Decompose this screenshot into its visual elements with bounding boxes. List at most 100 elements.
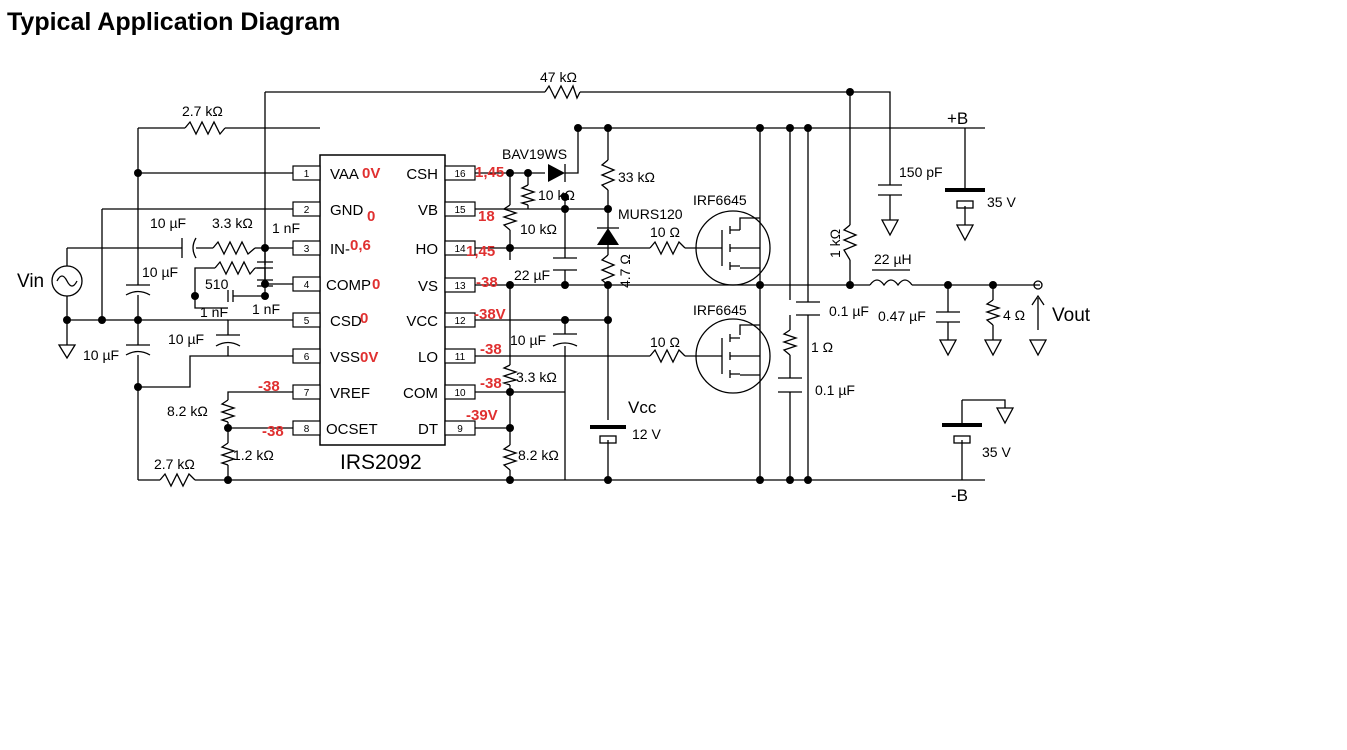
resistor-1k bbox=[842, 224, 858, 261]
label-r-3k3-right: 3.3 kΩ bbox=[516, 369, 557, 385]
ic-pin-name: COM bbox=[403, 385, 438, 402]
label-r-4r7: 4.7 Ω bbox=[617, 254, 633, 288]
ic-pin-number: 4 bbox=[304, 280, 310, 291]
component-labels: 47 kΩ 2.7 kΩ 10 µF 3.3 kΩ 1 nF 510 1 nF … bbox=[17, 69, 1091, 505]
label-r-10k-b: 10 kΩ bbox=[520, 221, 557, 237]
ic-pin-name: DT bbox=[418, 421, 438, 438]
ic-pin-name: HO bbox=[416, 241, 439, 258]
ic-pin-number: 16 bbox=[454, 169, 466, 180]
label-r-4r: 4 Ω bbox=[1003, 307, 1025, 323]
pin-voltage: 0V bbox=[362, 165, 380, 182]
ic-pin-name: VSS bbox=[330, 349, 360, 366]
ic-pin-number: 7 bbox=[304, 388, 310, 399]
label-minus-b: -B bbox=[951, 486, 968, 505]
pin-voltage: -38 bbox=[480, 341, 502, 358]
resistor-10r-top bbox=[649, 240, 686, 256]
label-r-3k3-in: 3.3 kΩ bbox=[212, 215, 253, 231]
resistor-10r-bot bbox=[649, 348, 686, 364]
pin-voltage: 18 bbox=[478, 208, 495, 225]
label-vin: Vin bbox=[17, 271, 44, 292]
resistor-4r bbox=[984, 299, 1002, 326]
label-c-0u1-a: 0.1 µF bbox=[829, 303, 869, 319]
ic-pin-14: 14 HO 1,45 bbox=[416, 240, 495, 260]
cap-0u47 bbox=[936, 311, 960, 323]
ic-irs2092: IRS2092 bbox=[319, 154, 446, 474]
cap-1n-a bbox=[257, 261, 273, 269]
label-r-10k-a: 10 kΩ bbox=[538, 187, 575, 203]
resistor-4r7 bbox=[600, 254, 616, 286]
vout-arrow bbox=[1031, 294, 1045, 330]
ic-pin-name: OCSET bbox=[326, 421, 378, 438]
ground-symbols bbox=[57, 219, 1048, 425]
resistor-10k-a bbox=[519, 184, 537, 206]
cap-10u-vcc bbox=[552, 333, 578, 347]
pin-voltage: -38 bbox=[258, 378, 280, 395]
pin-voltage: -39V bbox=[466, 407, 498, 424]
capacitors bbox=[125, 184, 960, 393]
resistor-47k bbox=[544, 84, 581, 100]
pin-voltage: 1,45 bbox=[475, 164, 504, 181]
cap-22u bbox=[553, 257, 577, 271]
label-r-10r-bot: 10 Ω bbox=[650, 334, 680, 350]
label-r-33k: 33 kΩ bbox=[618, 169, 655, 185]
label-c-150p: 150 pF bbox=[899, 164, 943, 180]
pin-voltage: 0V bbox=[360, 349, 378, 366]
ic-pin-number: 3 bbox=[304, 244, 310, 255]
label-q-bot: IRF6645 bbox=[693, 302, 747, 318]
resistor-1k2 bbox=[219, 442, 237, 466]
ic-pin-number: 14 bbox=[454, 244, 466, 255]
resistor-3k3-right bbox=[501, 364, 519, 386]
vin-source bbox=[51, 265, 83, 297]
ic-pin-name: VB bbox=[418, 202, 438, 219]
ic-pin-name: VAA bbox=[330, 166, 359, 183]
label-r-2k7-bot: 2.7 kΩ bbox=[154, 456, 195, 472]
label-r-10r-top: 10 Ω bbox=[650, 224, 680, 240]
resistor-10k-b bbox=[501, 204, 519, 231]
label-d-bav19ws: BAV19WS bbox=[502, 146, 567, 162]
ic-name: IRS2092 bbox=[340, 451, 422, 474]
label-c-10u-b: 10 µF bbox=[168, 331, 204, 347]
ic-pin-number: 1 bbox=[304, 169, 310, 180]
label-v-12: 12 V bbox=[632, 426, 661, 442]
label-r-510: 510 bbox=[205, 276, 229, 292]
vout-terminal bbox=[1033, 280, 1043, 290]
pin-voltage: 0 bbox=[367, 208, 375, 225]
ic-pin-number: 12 bbox=[454, 316, 466, 327]
cap-10u-in bbox=[181, 237, 197, 259]
cap-0u1-a bbox=[796, 301, 820, 316]
resistor-2k7-bot bbox=[159, 472, 196, 488]
page-title: Typical Application Diagram bbox=[7, 8, 341, 36]
ic-pin-number: 6 bbox=[304, 352, 310, 363]
junction-dots bbox=[63, 88, 997, 484]
label-c-10u-a: 10 µF bbox=[142, 264, 178, 280]
ic-pin-number: 10 bbox=[454, 388, 466, 399]
resistor-2k7-top bbox=[184, 120, 226, 136]
cap-10u-a bbox=[125, 284, 151, 296]
ic-pin-number: 15 bbox=[454, 205, 466, 216]
ic-pin-number: 2 bbox=[304, 205, 310, 216]
label-q-top: IRF6645 bbox=[693, 192, 747, 208]
ic-pin-name: COMP bbox=[326, 277, 371, 294]
label-r-2k7-top: 2.7 kΩ bbox=[182, 103, 223, 119]
ic-pin-name: GND bbox=[330, 202, 364, 219]
pin-voltage: 0,6 bbox=[350, 237, 371, 254]
ic-pin-name: LO bbox=[418, 349, 438, 366]
label-v-35-bot: 35 V bbox=[982, 444, 1011, 460]
ic-pin-name: IN- bbox=[330, 241, 350, 258]
pin-voltage: 1,45 bbox=[466, 243, 495, 260]
label-r-1k2: 1.2 kΩ bbox=[233, 447, 274, 463]
label-r-1k: 1 kΩ bbox=[827, 229, 843, 258]
resistor-8k2-left bbox=[219, 399, 237, 423]
